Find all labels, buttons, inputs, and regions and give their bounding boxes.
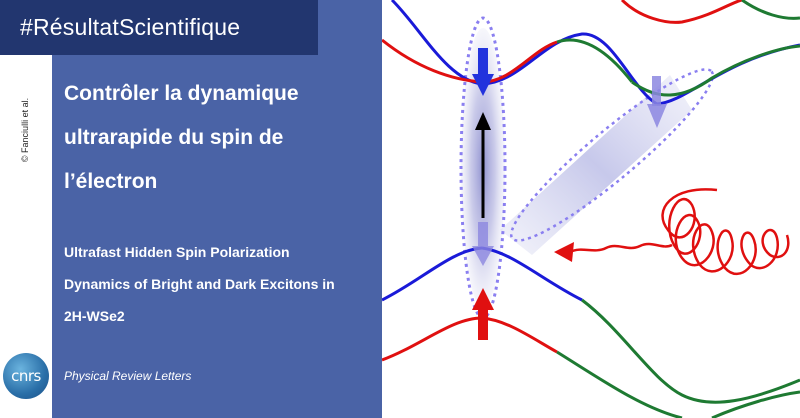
info-panel bbox=[52, 0, 382, 418]
exciton-beam bbox=[500, 75, 692, 255]
paper-title-line: Dynamics of Bright and Dark Excitons in bbox=[64, 276, 335, 292]
transition-arrow-head bbox=[475, 112, 491, 130]
dark-spin-arrow-shaft bbox=[652, 76, 661, 106]
headline-line: Contrôler la dynamique bbox=[64, 82, 299, 105]
photo-credit: © Fanciulli et al. bbox=[20, 97, 30, 163]
photon-wave-packet bbox=[569, 188, 790, 276]
band-structure-diagram bbox=[382, 0, 800, 418]
photon-arrow-head bbox=[554, 242, 574, 262]
band-blue-lower-left bbox=[382, 246, 483, 302]
headline-line: l’électron bbox=[64, 170, 158, 193]
band-red-upper-left bbox=[382, 38, 483, 84]
journal-name: Physical Review Letters bbox=[64, 369, 192, 383]
cnrs-logo: cnrs bbox=[3, 353, 49, 399]
headline-line: ultrarapide du spin de bbox=[64, 126, 284, 149]
band-green-top bbox=[741, 0, 800, 20]
band-green-lower-right bbox=[581, 298, 800, 404]
band-red-lower-left bbox=[382, 316, 483, 362]
spin-faded-arrow-shaft bbox=[478, 222, 488, 246]
paper-title: Ultrafast Hidden Spin Polarization Dynam… bbox=[64, 236, 370, 332]
band-red-upper-mid bbox=[481, 40, 558, 84]
credit-strip: © Fanciulli et al. bbox=[0, 0, 52, 418]
cnrs-logo-text: cnrs bbox=[11, 367, 41, 385]
spin-faded-arrow-head bbox=[472, 246, 494, 266]
paper-title-line: Ultrafast Hidden Spin Polarization bbox=[64, 244, 290, 260]
hashtag-banner: #RésultatScientifique bbox=[0, 0, 318, 55]
band-green-right-tail bbox=[711, 390, 800, 418]
band-green-upper-mid bbox=[556, 38, 634, 83]
headline: Contrôler la dynamique ultrarapide du sp… bbox=[64, 72, 364, 204]
band-red-lower-mid bbox=[481, 316, 558, 354]
band-green-lower-far bbox=[556, 350, 683, 418]
spin-up-arrow-head bbox=[472, 288, 494, 310]
hashtag-text: #RésultatScientifique bbox=[20, 14, 241, 40]
spin-down-arrow-head bbox=[472, 74, 494, 96]
spin-down-arrow-shaft bbox=[478, 48, 488, 78]
paper-title-line: 2H-WSe2 bbox=[64, 308, 125, 324]
band-red-top bbox=[620, 0, 743, 24]
band-blue-upper-mid bbox=[481, 32, 658, 106]
dark-spin-arrow-head bbox=[647, 104, 667, 128]
spin-up-arrow-shaft bbox=[478, 308, 488, 340]
